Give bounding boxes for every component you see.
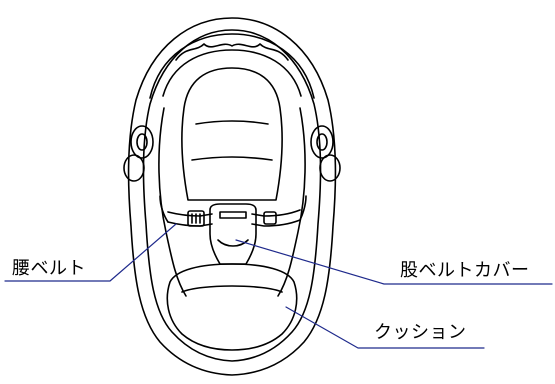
label-crotch-belt-cover: 股ベルトカバー	[400, 260, 530, 281]
crotch-belt-cover-slot	[219, 211, 247, 219]
belt-buckle	[187, 210, 277, 227]
backrest-cushion	[181, 67, 283, 201]
leader-lines	[4, 223, 553, 349]
leader-cushion	[285, 306, 485, 349]
right-handle-pivot	[310, 125, 341, 182]
canopy-ruffle	[175, 43, 289, 61]
canopy-band	[149, 33, 315, 99]
backrest-seam-2	[191, 156, 273, 161]
canopy-band-inner	[162, 49, 302, 97]
label-cushion: クッション	[374, 322, 467, 343]
leader-crotch-belt-cover	[235, 239, 553, 285]
crotch-belt-cover	[209, 203, 257, 265]
seat-cushion-seam	[181, 285, 283, 293]
left-handle-pivot	[123, 125, 154, 182]
backrest-seam-1	[195, 120, 269, 125]
seat-cushion	[166, 263, 298, 351]
left-bolster	[158, 107, 187, 297]
crotch-belt-cover-seam	[217, 239, 249, 247]
label-waist-belt: 腰ベルト	[12, 258, 86, 279]
seat-outer-shell	[127, 17, 337, 376]
leader-waist-belt	[4, 223, 177, 282]
right-bolster	[277, 107, 306, 297]
